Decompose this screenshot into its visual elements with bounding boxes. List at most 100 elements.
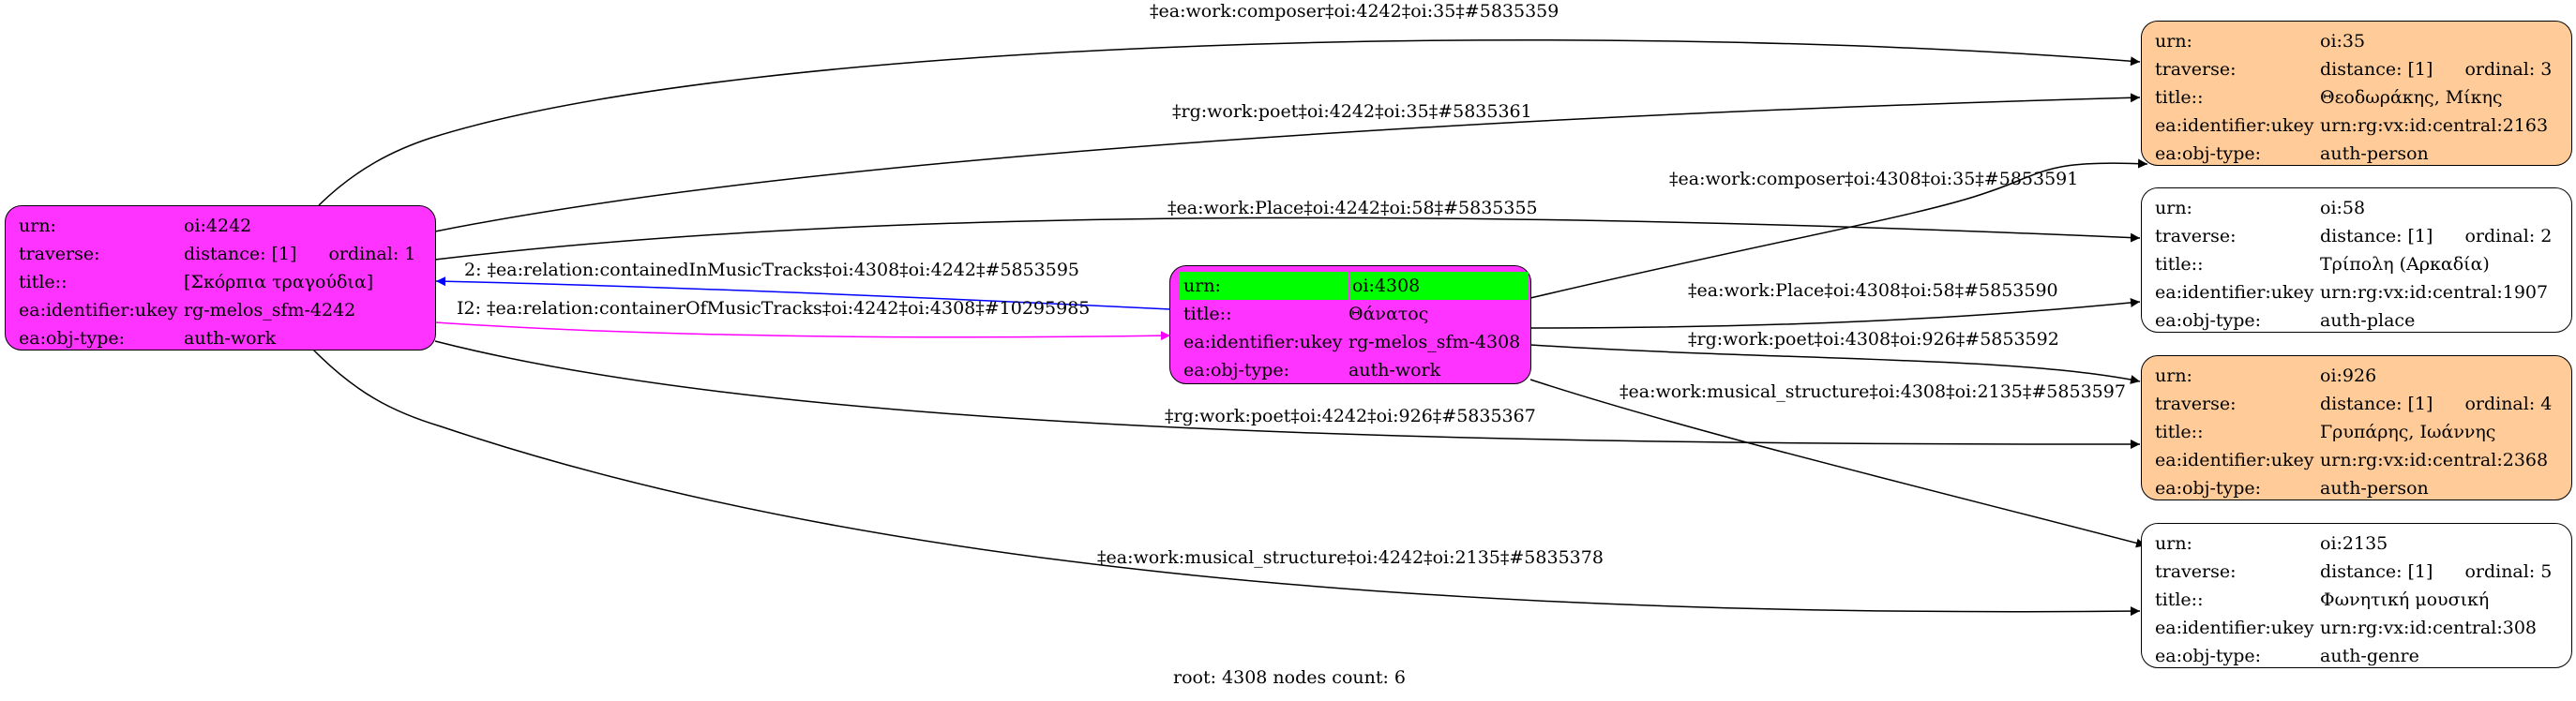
edge-label: ‡rg:work:poet‡oi:4242‡oi:35‡#5835361 (1172, 101, 1532, 122)
field-value: rg-melos_sfm-4308 (1348, 332, 1521, 352)
field-value: oi:4308 (1350, 272, 1529, 300)
node-row-ukey: ea:identifier:ukey urn:rg:vx:id:central:1… (2155, 278, 2571, 306)
node-row-traverse: traverse: distance: [1] ordinal: 4 (2155, 390, 2571, 418)
edge-4242-926-poet (434, 340, 2141, 450)
node-row-type: ea:obj-type: auth-person (2155, 474, 2571, 502)
edge-4242-35-composer (318, 39, 2141, 206)
edge-4242-4308-container-of (434, 321, 1171, 341)
node-row-urn: urn: oi:2135 (2155, 529, 2571, 558)
field-value: Φωνητική μουσική (2320, 589, 2490, 610)
node-row-urn: urn:oi:58 (2155, 194, 2571, 222)
field-value: auth-work (184, 328, 277, 349)
edge-label: ‡ea:work:musical_structure‡oi:4308‡oi:21… (1619, 381, 2126, 402)
edge-4308-926-poet (1529, 344, 2141, 384)
field-value: urn:rg:vx:id:central:1907 (2320, 282, 2549, 303)
field-value: auth-place (2320, 310, 2416, 331)
field-label: title:: (19, 272, 68, 292)
field-value: urn:rg:vx:id:central:308 (2320, 618, 2538, 638)
field-label: ea:obj-type: (19, 328, 126, 349)
node-row-traverse: traverse: distance: [1] ordinal: 3 (2155, 55, 2571, 83)
field-value: Θεοδωράκης, Μίκης (2320, 87, 2503, 108)
edge-label: I2: ‡ea:relation:containerOfMusicTracks‡… (457, 298, 1091, 319)
field-label: ea:obj-type: (2155, 143, 2262, 164)
edge-4242-35-poet (434, 93, 2141, 232)
node-oi-2135[interactable]: urn: oi:2135 traverse:distance: [1]ordina… (2141, 523, 2572, 668)
node-oi-58[interactable]: urn:oi:58 traverse:distance: [1]ordinal:… (2141, 187, 2572, 333)
field-label: ea:obj-type: (2155, 478, 2262, 499)
field-label: urn: (19, 216, 56, 236)
field-label: ea:identifier:ukey (2155, 450, 2314, 470)
node-row-title: title::[Σκόρπια τραγούδια] (19, 268, 435, 296)
node-row-type: ea:obj-type: auth-work (1183, 356, 1530, 384)
edge-4308-4242-contained-in (435, 276, 1171, 310)
edge-4308-2135-musical-structure (1529, 379, 2147, 548)
field-label: ea:identifier:ukey (2155, 618, 2314, 638)
field-value: auth-person (2320, 478, 2429, 499)
field-label: ea:obj-type: (1183, 360, 1290, 380)
node-oi-4308-root[interactable]: urn:oi:4308 title::Θάνατος ea:identifier… (1169, 265, 1531, 384)
field-label: traverse: (2155, 561, 2237, 582)
node-row-traverse: traverse:distance: [1]ordinal: 5 (2155, 558, 2571, 586)
node-row-type: ea:obj-type: auth-work (19, 324, 435, 352)
node-row-title: title::Γρυπάρης, Ιωάννης (2155, 418, 2571, 446)
edge-label: ‡ea:work:composer‡oi:4242‡oi:35‡#5835359 (1150, 1, 1559, 22)
field-label: title:: (2155, 254, 2204, 275)
field-label: urn: (2155, 198, 2192, 218)
node-row-ukey: ea:identifier:ukey urn:rg:vx:id:central:2… (2155, 446, 2571, 474)
field-label: traverse: (2155, 394, 2237, 414)
field-value: Γρυπάρης, Ιωάννης (2320, 422, 2496, 442)
field-label: urn: (2155, 31, 2192, 52)
field-value: distance: [1] (2320, 59, 2433, 80)
field-value: distance: [1] (2320, 394, 2433, 414)
field-value: distance: [1] (184, 244, 297, 264)
edge-label: ‡ea:work:musical_structure‡oi:4242‡oi:21… (1097, 547, 1604, 568)
node-row-traverse: traverse:distance: [1]ordinal: 2 (2155, 222, 2571, 250)
edge-4242-2135-musical-structure (311, 348, 2141, 617)
field-value: urn:rg:vx:id:central:2163 (2320, 115, 2549, 136)
field-label: ea:obj-type: (2155, 646, 2262, 666)
edge-4308-58-place (1529, 298, 2141, 329)
node-oi-35[interactable]: urn: oi:35 traverse: distance: [1] ordinal:… (2141, 21, 2572, 166)
node-oi-4242[interactable]: urn: oi:4242 traverse: distance: [1] ordina… (5, 205, 436, 350)
edge-label: 2: ‡ea:relation:containedInMusicTracks‡o… (464, 260, 1079, 280)
node-row-title: title::Θάνατος (1183, 300, 1530, 328)
edge-4308-35-composer (1529, 158, 2148, 299)
field-label: ea:identifier:ukey (2155, 282, 2314, 303)
field-value: oi:35 (2320, 31, 2366, 52)
edge-4242-58-place (434, 216, 2141, 261)
field-value: ordinal: 1 (328, 244, 416, 264)
field-label: ea:identifier:ukey (19, 300, 178, 321)
field-value: auth-work (1348, 360, 1441, 380)
edge-label: ‡ea:work:Place‡oi:4308‡oi:58‡#5853590 (1688, 280, 2058, 301)
node-row-type: ea:obj-type:auth-person (2155, 140, 2571, 168)
node-row-traverse: traverse: distance: [1] ordinal: 1 (19, 240, 435, 268)
node-row-title: title::Θεοδωράκης, Μίκης (2155, 83, 2571, 112)
graph-footer-caption: root: 4308 nodes count: 6 (1173, 667, 1407, 688)
node-row-type: ea:obj-type: auth-place (2155, 306, 2571, 335)
field-label: traverse: (19, 244, 100, 264)
node-row-urn: urn: oi:4242 (19, 212, 435, 240)
field-label: urn: (2155, 365, 2192, 386)
field-value: oi:2135 (2320, 533, 2388, 554)
edge-label: ‡rg:work:poet‡oi:4308‡oi:926‡#5853592 (1688, 329, 2059, 350)
field-label: urn: (2155, 533, 2192, 554)
node-row-type: ea:obj-type: auth-genre (2155, 642, 2571, 670)
field-label: ea:obj-type: (2155, 310, 2262, 331)
field-value: urn:rg:vx:id:central:2368 (2320, 450, 2549, 470)
field-value: Τρίπολη (Αρκαδία) (2320, 254, 2490, 275)
field-value: oi:4242 (184, 216, 252, 236)
field-value: auth-genre (2320, 646, 2419, 666)
node-oi-926[interactable]: urn:oi:926 traverse: distance: [1] ordinal… (2141, 355, 2572, 500)
edge-label: ‡ea:work:Place‡oi:4242‡oi:58‡#5835355 (1167, 198, 1538, 218)
field-label: traverse: (2155, 226, 2237, 246)
field-label: ea:identifier:ukey (1183, 332, 1343, 352)
field-label: traverse: (2155, 59, 2237, 80)
field-value: ordinal: 3 (2464, 59, 2553, 80)
field-value: ordinal: 4 (2464, 394, 2553, 414)
node-row-title: title::Φωνητική μουσική (2155, 586, 2571, 614)
field-label: title:: (2155, 422, 2204, 442)
node-row-urn: urn:oi:926 (2155, 362, 2571, 390)
